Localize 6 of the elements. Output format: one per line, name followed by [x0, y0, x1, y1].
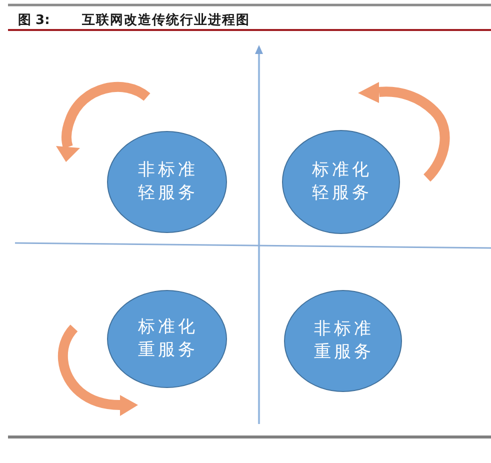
- service-label: 非标准重服务: [313, 318, 375, 364]
- service-label: 标准化轻服务: [311, 159, 373, 205]
- service-label: 标准化重服务: [137, 316, 199, 362]
- figure-title: 互联网改造传统行业进程图: [82, 13, 250, 29]
- service-label: 非标准轻服务: [137, 159, 199, 205]
- figure-number: 图 3:: [18, 13, 50, 29]
